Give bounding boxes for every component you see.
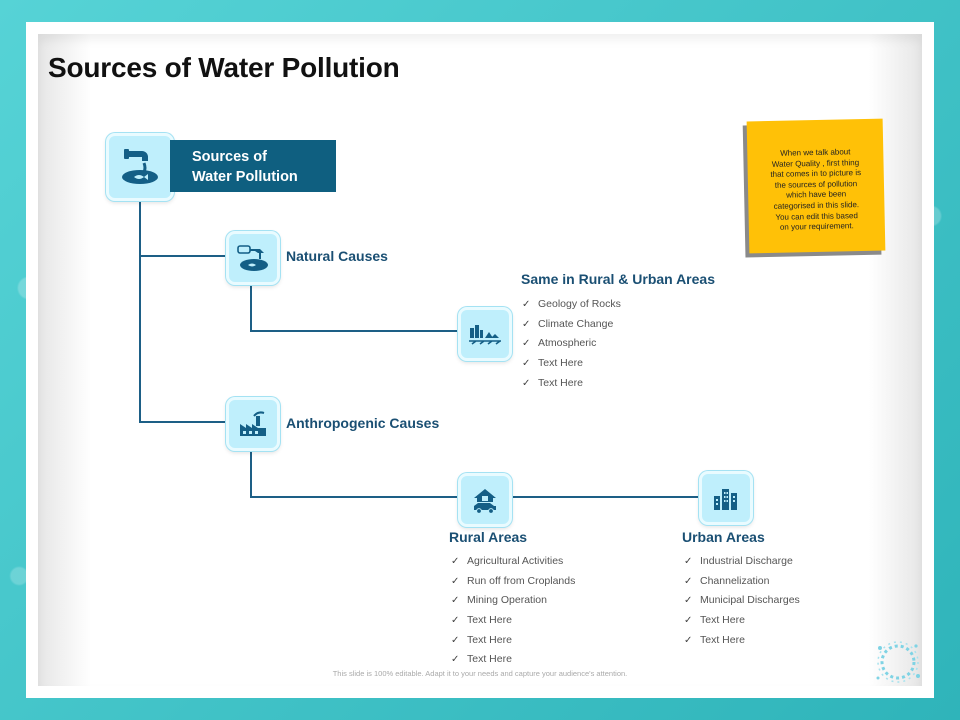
checkmark-icon: ✓ (451, 595, 460, 607)
list-item-text: Text Here (467, 614, 512, 627)
checkmark-icon: ✓ (451, 556, 460, 567)
slide-title: Sources of Water Pollution (48, 52, 400, 83)
list-item: ✓ Text Here (684, 611, 800, 631)
checkmark-icon: ✓ (522, 377, 531, 389)
root-label-line1: Sources of (192, 149, 267, 165)
checkmark-icon: ✓ (522, 318, 531, 330)
list-item: ✓ Text Here (451, 611, 575, 631)
water-splash-icon (876, 641, 920, 683)
list-item: ✓ Municipal Discharges (684, 591, 800, 611)
root-label-line2: Water Pollution (192, 169, 298, 185)
list-item: ✓ Text Here (451, 650, 575, 670)
connector-natural-vertical (250, 280, 252, 331)
connector-root-natural (139, 255, 227, 257)
landscape-icon (458, 307, 512, 361)
checkmark-icon: ✓ (451, 615, 460, 627)
checkmark-icon: ✓ (522, 299, 531, 310)
factory-icon (226, 397, 280, 451)
natural-causes-list: ✓ Geology of Rocks ✓ Climate Change ✓ Atmosph… (522, 295, 621, 393)
rural-areas-heading: Rural Areas (449, 529, 528, 545)
list-item-text: Atmospheric (538, 337, 597, 350)
rural-areas-list: ✓ Agricultural Activities ✓ Run off from Cr… (451, 552, 575, 670)
list-item-text: Mining Operation (467, 594, 547, 607)
list-item: ✓ Text Here (522, 374, 621, 394)
list-item-text: Text Here (538, 376, 583, 389)
list-item-text: Text Here (467, 653, 512, 666)
checkmark-icon: ✓ (684, 595, 693, 607)
list-item-text: Agricultural Activities (467, 555, 564, 567)
list-item-text: Geology of Rocks (538, 298, 621, 310)
checkmark-icon: ✓ (684, 556, 693, 567)
list-item-text: Text Here (538, 357, 583, 370)
list-item: ✓ Atmospheric (522, 334, 621, 354)
list-item-text: Text Here (467, 633, 512, 646)
list-item-text: Text Here (700, 633, 745, 646)
list-item: ✓ Text Here (451, 631, 575, 651)
same-rural-urban-heading: Same in Rural & Urban Areas (521, 271, 715, 287)
list-item: ✓ Agricultural Activities (451, 552, 575, 572)
checkmark-icon: ✓ (451, 654, 460, 666)
connector-natural-sub (250, 330, 459, 332)
list-item: ✓ Channelization (684, 572, 800, 592)
checkmark-icon: ✓ (684, 615, 693, 627)
list-item: ✓ Mining Operation (451, 591, 575, 611)
list-item-text: Industrial Discharge (700, 555, 793, 567)
connector-root-anthropogenic (139, 421, 227, 423)
checkmark-icon: ✓ (684, 634, 693, 646)
root-banner: Sources of Water Pollution (170, 140, 336, 192)
oil-spill-icon (226, 231, 280, 285)
connector-anthro-vertical (250, 446, 252, 497)
list-item: ✓ Text Here (522, 354, 621, 374)
checkmark-icon: ✓ (522, 338, 531, 350)
city-buildings-icon (699, 471, 753, 525)
list-item-text: Municipal Discharges (700, 594, 800, 607)
list-item-text: Channelization (700, 574, 770, 587)
list-item-text: Run off from Croplands (467, 574, 576, 587)
list-item-text: Climate Change (538, 317, 614, 330)
farmhouse-icon (458, 473, 512, 527)
natural-causes-heading: Natural Causes (286, 248, 388, 264)
list-item: ✓ Text Here (684, 631, 800, 651)
list-item: ✓ Industrial Discharge (684, 552, 800, 572)
urban-areas-list: ✓ Industrial Discharge ✓ Channelization ✓ Mun… (684, 552, 800, 650)
checkmark-icon: ✓ (684, 575, 693, 587)
sticky-note-line: on your requirement. (779, 221, 854, 232)
connector-root-vertical (139, 198, 141, 422)
list-item-text: Text Here (700, 614, 745, 627)
checkmark-icon: ✓ (522, 358, 531, 370)
footer-text: This slide is 100% editable. Adapt it to… (332, 669, 628, 678)
anthropogenic-causes-heading: Anthropogenic Causes (286, 415, 440, 431)
urban-areas-heading: Urban Areas (682, 529, 765, 545)
checkmark-icon: ✓ (451, 575, 460, 587)
pipe-discharge-icon (106, 133, 174, 201)
list-item: ✓ Climate Change (522, 315, 621, 335)
list-item: ✓ Run off from Croplands (451, 572, 575, 592)
checkmark-icon: ✓ (451, 634, 460, 646)
list-item: ✓ Geology of Rocks (522, 295, 621, 315)
